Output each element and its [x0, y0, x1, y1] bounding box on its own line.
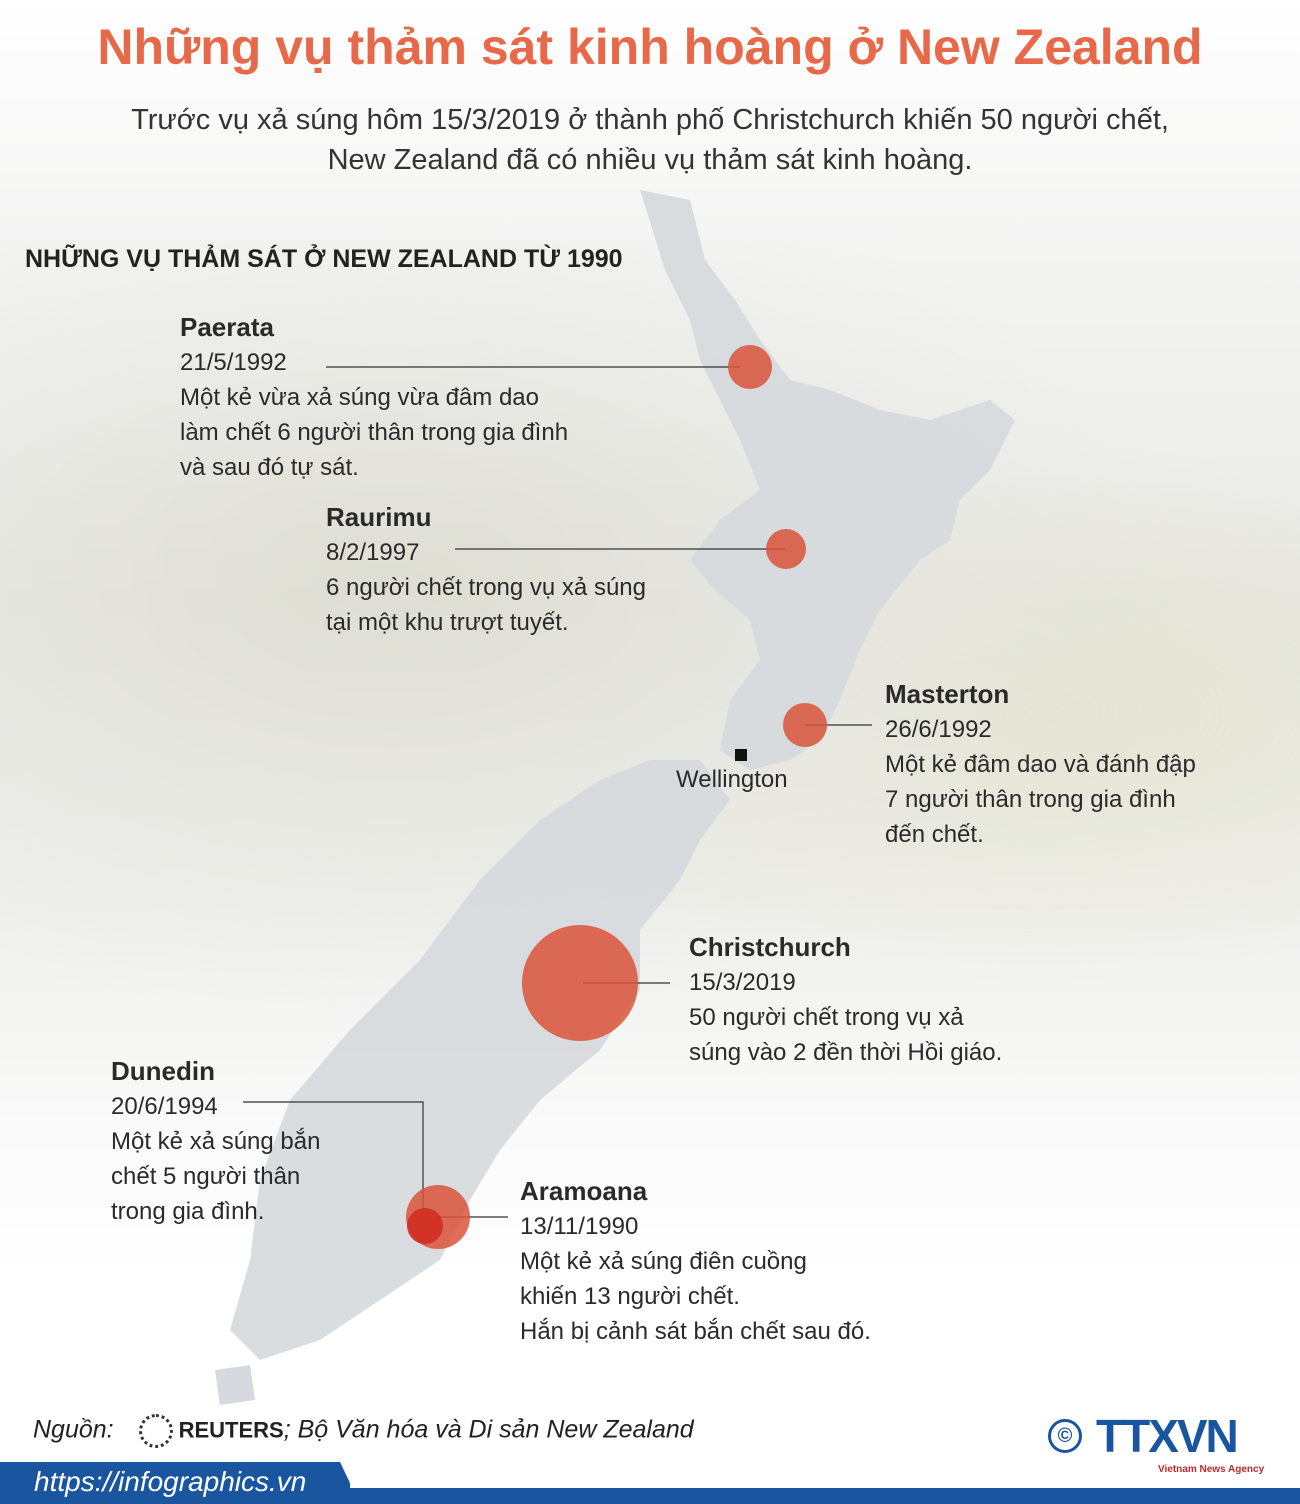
subtitle-line: Trước vụ xả súng hôm 15/3/2019 ở thành p…	[131, 104, 1169, 136]
event-desc: Hắn bị cảnh sát bắn chết sau đó.	[520, 1318, 871, 1345]
stewart-island	[215, 1365, 255, 1405]
event-date: 13/11/1990	[520, 1213, 639, 1240]
event-desc: khiến 13 người chết.	[520, 1283, 740, 1310]
event-date: 20/6/1994	[111, 1093, 218, 1120]
event-desc: Một kẻ xả súng điên cuồng	[520, 1248, 807, 1275]
event-place: Aramoana	[520, 1176, 648, 1206]
event-desc: đến chết.	[885, 821, 984, 848]
event-desc: chết 5 người thân	[111, 1163, 301, 1190]
north-island	[640, 190, 1015, 770]
event-desc: Một kẻ đâm dao và đánh đập	[885, 751, 1196, 778]
event-desc: 50 người chết trong vụ xả	[689, 1004, 964, 1031]
event-desc: 6 người chết trong vụ xả súng	[326, 574, 646, 601]
logo-row: © TTXVN	[1048, 1413, 1288, 1459]
event-desc: trong gia đình.	[111, 1198, 265, 1225]
logo-text: TTXVN	[1096, 1410, 1239, 1462]
marker-christchurch	[522, 925, 638, 1041]
event-masterton: Masterton 26/6/1992 Một kẻ đâm dao và đá…	[885, 677, 1196, 852]
event-desc: Một kẻ vừa xả súng vừa đâm dao	[180, 384, 539, 411]
capital-label: Wellington	[676, 766, 788, 793]
source-reuters: REUTERS	[178, 1417, 284, 1443]
source-label: Nguồn:	[33, 1415, 114, 1444]
section-heading: NHỮNG VỤ THẢM SÁT Ở NEW ZEALAND TỪ 1990	[25, 245, 623, 273]
event-date: 8/2/1997	[326, 539, 420, 566]
marker-dunedin	[407, 1208, 443, 1244]
event-raurimu: Raurimu 8/2/1997 6 người chết trong vụ x…	[326, 500, 646, 640]
source-rest: ; Bộ Văn hóa và Di sản New Zealand	[283, 1415, 694, 1444]
event-date: 15/3/2019	[689, 969, 796, 996]
reuters-logo-icon	[138, 1414, 173, 1448]
south-island	[230, 760, 730, 1360]
event-desc: làm chết 6 người thân trong gia đình	[180, 419, 569, 446]
site-url-link[interactable]: https://infographics.vn	[0, 1462, 350, 1504]
page-title: Những vụ thảm sát kinh hoàng ở New Zeala…	[97, 19, 1203, 75]
marker-masterton	[783, 703, 827, 747]
event-desc: và sau đó tự sát.	[180, 454, 359, 481]
event-desc: 7 người thân trong gia đình	[885, 786, 1176, 813]
event-paerata: Paerata 21/5/1992 Một kẻ vừa xả súng vừa…	[180, 310, 568, 485]
subtitle: Trước vụ xả súng hôm 15/3/2019 ở thành p…	[0, 100, 1300, 180]
event-place: Raurimu	[326, 502, 432, 532]
event-date: 26/6/1992	[885, 716, 992, 743]
event-place: Christchurch	[689, 932, 851, 962]
event-aramoana: Aramoana 13/11/1990 Một kẻ xả súng điên …	[520, 1174, 871, 1349]
ttxvn-logo: © TTXVN Vietnam News Agency	[1048, 1413, 1288, 1480]
copyright-icon: ©	[1048, 1419, 1082, 1453]
event-desc: súng vào 2 đền thời Hồi giáo.	[689, 1039, 1003, 1066]
event-date: 21/5/1992	[180, 349, 287, 376]
event-place: Paerata	[180, 312, 274, 342]
source-line: Nguồn: REUTERS; Bộ Văn hóa và Di sản New…	[33, 1414, 694, 1448]
logo-subtext: Vietnam News Agency	[1158, 1464, 1265, 1475]
event-place: Dunedin	[111, 1056, 215, 1086]
event-place: Masterton	[885, 679, 1010, 709]
event-christchurch: Christchurch 15/3/2019 50 người chết tro…	[689, 930, 1002, 1070]
marker-raurimu	[766, 529, 806, 569]
wellington-marker	[735, 749, 747, 761]
event-desc: tại một khu trượt tuyết.	[326, 609, 569, 636]
event-desc: Một kẻ xả súng bắn	[111, 1128, 321, 1155]
background-photo	[0, 240, 1300, 1100]
event-dunedin: Dunedin 20/6/1994 Một kẻ xả súng bắn chế…	[111, 1054, 320, 1229]
marker-paerata	[728, 345, 772, 389]
subtitle-line: New Zealand đã có nhiều vụ thảm sát kinh…	[327, 144, 973, 176]
